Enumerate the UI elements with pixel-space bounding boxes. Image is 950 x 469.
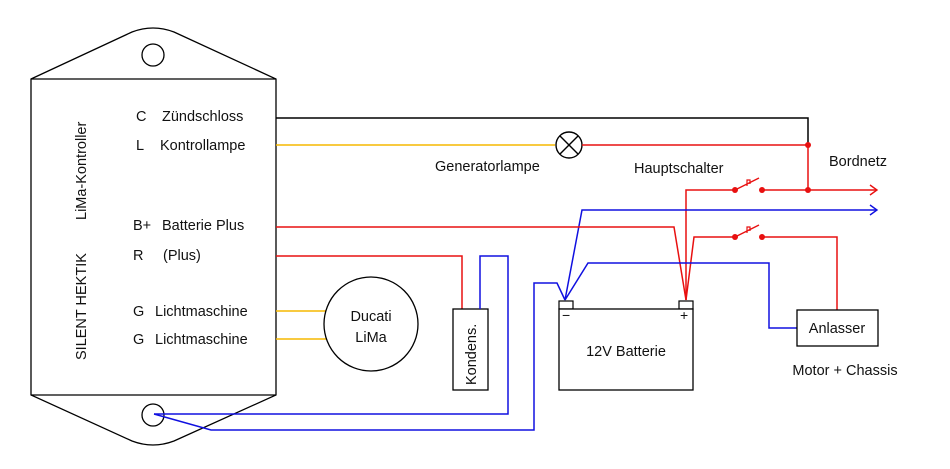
bordnetz-blue-arrow	[869, 204, 879, 216]
battery-label: 12V Batterie	[586, 344, 666, 360]
battery-minus-sign: −	[562, 307, 570, 323]
wire-bordnetz-blue	[564, 209, 876, 301]
starter-box	[796, 309, 879, 347]
wire-starter-red	[762, 236, 838, 310]
controller-housing	[30, 27, 277, 446]
mounting-hole-bottom	[141, 403, 165, 427]
terminal-code-c: C	[136, 109, 146, 125]
battery: − + 12V Batterie	[558, 300, 694, 391]
generator-label-line2: LiMa	[355, 330, 387, 346]
generator-lamp-icon	[555, 131, 583, 159]
ground-label: Motor + Chassis	[792, 363, 897, 379]
capacitor-box	[452, 308, 489, 391]
mounting-hole-top	[141, 43, 165, 67]
generator-icon	[323, 276, 419, 372]
wire-starter-switch-in	[685, 236, 735, 301]
terminal-code-l: L	[136, 138, 144, 154]
wire-bplus-red	[276, 226, 687, 301]
bordnetz-red-arrow	[869, 184, 879, 196]
wire-r-red	[276, 255, 463, 309]
junction-dot	[805, 142, 811, 148]
terminal-code-g2: G	[133, 332, 144, 348]
wire-controller-ground-blue	[153, 282, 566, 431]
generator-label-line1: Ducati	[350, 309, 391, 325]
terminal-code-g1: G	[133, 304, 144, 320]
bordnetz-label: Bordnetz	[829, 154, 887, 170]
wire-starter-ground-blue	[564, 262, 797, 329]
terminal-label-g1: Lichtmaschine	[155, 304, 248, 320]
wire-c-black	[276, 117, 809, 145]
terminal-label-bplus: Batterie Plus	[162, 218, 244, 234]
terminal-code-r: R	[133, 248, 143, 264]
terminal-label-r: (Plus)	[163, 248, 201, 264]
junction-dot	[805, 187, 811, 193]
battery-body	[558, 308, 694, 391]
starter-switch-icon[interactable]	[732, 224, 765, 240]
terminal-label-l: Kontrollampe	[160, 138, 245, 154]
main-switch-icon[interactable]	[732, 177, 765, 193]
battery-plus-sign: +	[680, 307, 688, 323]
terminal-label-g2: Lichtmaschine	[155, 332, 248, 348]
controller-brand: SILENT HEKTIK	[74, 253, 90, 360]
generator-lamp-label: Generatorlampe	[435, 159, 540, 175]
terminal-label-c: Zündschloss	[162, 109, 243, 125]
capacitor-label: Kondens.	[464, 324, 480, 385]
main-switch-label: Hauptschalter	[634, 161, 724, 177]
controller-name: LiMa-Kontroller	[74, 122, 90, 220]
terminal-code-bplus: B+	[133, 218, 151, 234]
starter-label: Anlasser	[809, 321, 866, 337]
wire-capacitor-blue	[154, 255, 509, 415]
